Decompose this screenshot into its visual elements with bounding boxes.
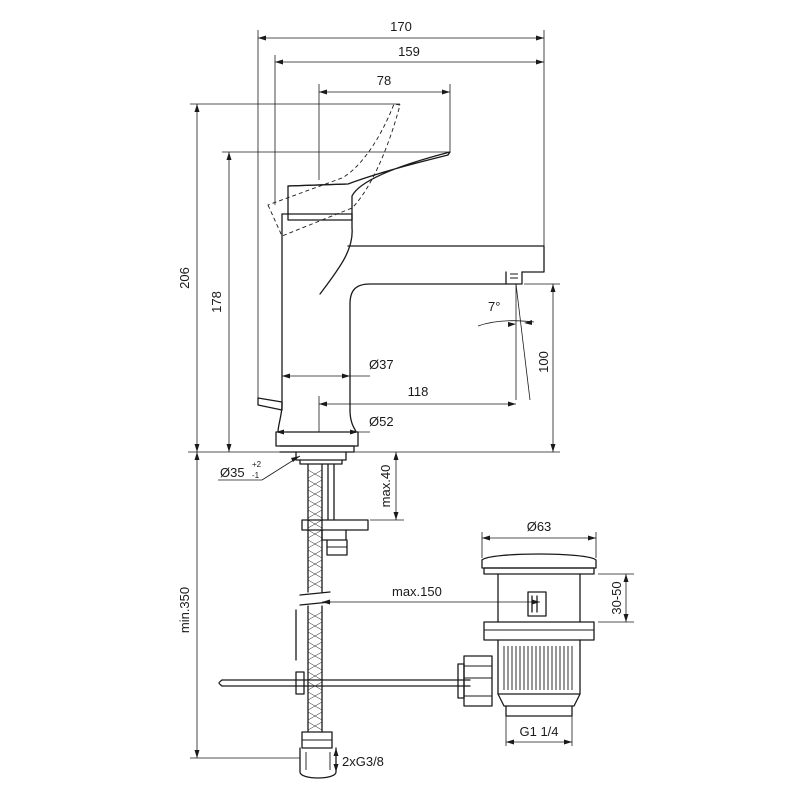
dimension-angle: 7° <box>477 283 535 401</box>
mounting-hardware <box>295 451 369 556</box>
dimension-78: 78 <box>318 73 451 180</box>
range-30-50-label: 30-50 <box>609 581 624 614</box>
waste-drain <box>457 553 597 717</box>
min350-label: min.350 <box>177 587 192 633</box>
popup-rod <box>218 609 471 695</box>
dimension-dia52: Ø52 <box>276 414 394 435</box>
thread-label: G1 1/4 <box>519 724 558 739</box>
dim-206-label: 206 <box>177 267 192 289</box>
angle-label: 7° <box>488 299 500 314</box>
dimension-100: 100 <box>524 283 560 452</box>
braided-hose-upper <box>307 463 323 593</box>
dimension-dia35: Ø35 +2 -1 <box>218 455 301 481</box>
dimension-170: 170 <box>257 19 545 398</box>
braided-hose-lower <box>299 605 337 779</box>
dim-118-label: 118 <box>408 384 429 399</box>
dimension-30-50: 30-50 <box>598 573 634 623</box>
dia63-label: Ø63 <box>527 519 552 534</box>
dimension-dia63: Ø63 <box>481 519 597 558</box>
dim-170-label: 170 <box>390 19 412 34</box>
handle <box>287 151 451 221</box>
dia35-tol-plus: +2 <box>252 460 262 469</box>
dimension-max150: max.150 <box>322 584 540 605</box>
max150-label: max.150 <box>392 584 442 599</box>
dimension-hoses: 2xG3/8 <box>333 748 384 772</box>
dimension-thread: G1 1/4 <box>505 716 573 746</box>
dimension-118: 118 <box>318 384 516 432</box>
dimension-max40: max.40 <box>370 452 404 521</box>
dim-159-label: 159 <box>398 44 420 59</box>
handle-raised-dashed <box>267 103 401 237</box>
dia37-label: Ø37 <box>369 357 394 372</box>
dimension-206: 206 <box>177 103 400 452</box>
dia35-tol-minus: -1 <box>252 471 260 480</box>
dimension-159: 159 <box>274 44 544 205</box>
dia52-label: Ø52 <box>369 414 394 429</box>
dia35-label: Ø35 <box>220 465 245 480</box>
dimension-min350: min.350 <box>177 452 300 759</box>
dimension-178: 178 <box>209 151 450 452</box>
max40-label: max.40 <box>378 465 393 508</box>
dim-78-label: 78 <box>377 73 391 88</box>
dim-178-label: 178 <box>209 291 224 313</box>
faucet-body <box>257 213 545 453</box>
dim-100-label: 100 <box>536 351 551 373</box>
dimension-dia37: Ø37 <box>282 357 394 379</box>
hoses-label: 2xG3/8 <box>342 754 384 769</box>
